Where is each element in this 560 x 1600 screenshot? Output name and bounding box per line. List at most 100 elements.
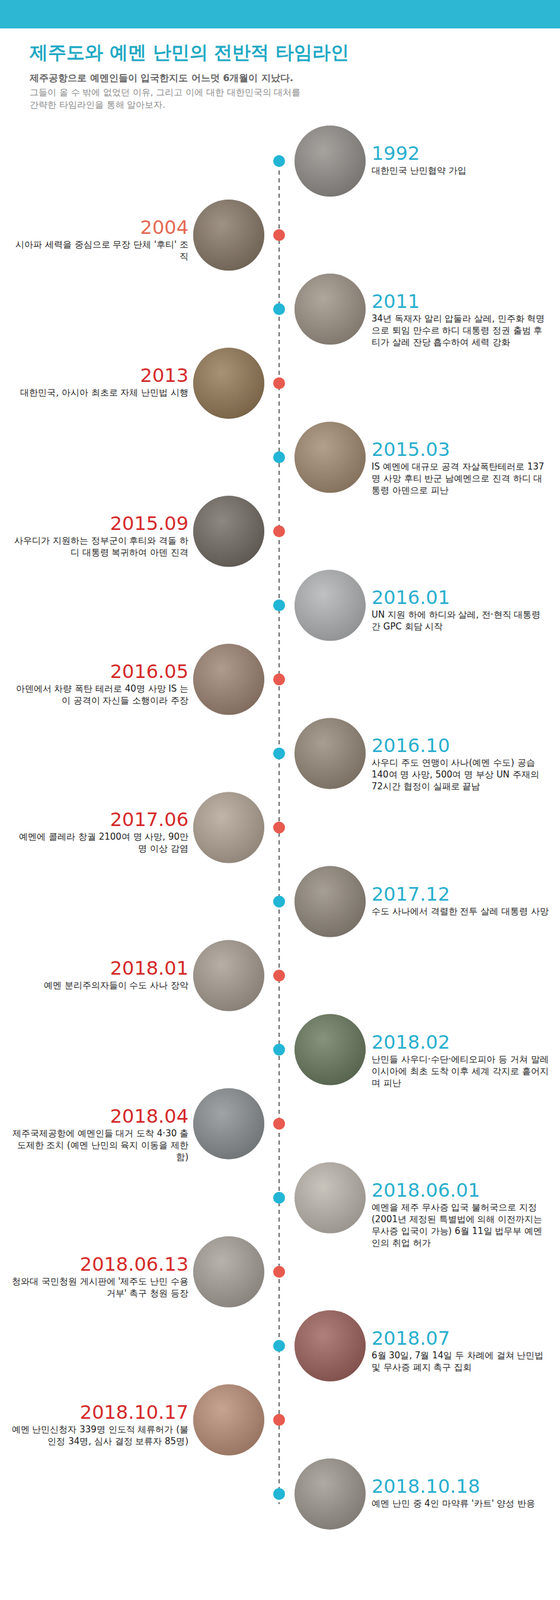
photo-group	[193, 125, 366, 1531]
event-date: 2013	[10, 364, 189, 387]
event-description: UN 지원 하에 하디와 살레, 전·현직 대통령간 GPC 회담 시작	[371, 609, 550, 633]
event-date: 2018.04	[10, 1105, 189, 1129]
event-date: 2016.10	[371, 734, 550, 758]
timeline-event: 2018.01예멘 분리주의자들이 수도 사나 장악	[10, 957, 189, 992]
event-date: 1992	[371, 142, 550, 165]
timeline-dot	[273, 1118, 286, 1131]
timeline-event: 2016.01UN 지원 하에 하디와 살레, 전·현직 대통령간 GPC 회담…	[371, 586, 550, 633]
timeline-event: 2016.05아덴에서 차량 폭탄 테러로 40명 사망 IS 는 이 공격이 …	[10, 660, 189, 707]
timeline-dot	[273, 1341, 286, 1353]
event-description: 시아파 세력을 중심으로 무장 단체 '후티' 조직	[10, 238, 189, 263]
event-photo	[294, 866, 366, 939]
photo-shade	[294, 718, 366, 790]
photo-shade	[294, 421, 366, 494]
event-date: 2018.01	[10, 957, 189, 981]
timeline-dot	[273, 377, 286, 390]
timeline-event: 201134년 독재자 알리 압둘라 살레, 민주화 혁명으로 퇴임 만수르 하…	[371, 290, 550, 349]
dot-group	[273, 155, 286, 1502]
timeline-dot	[273, 1489, 286, 1502]
event-description: 예멘 난민신청자 339명 인도적 체류허가 (불인정 34명, 심사 결정 보…	[10, 1424, 189, 1449]
event-photo	[294, 421, 366, 494]
timeline-event: 2017.06예멘에 콜레라 창궐 2100여 명 사망, 90만명 이상 감염	[10, 808, 189, 856]
event-date: 2015.09	[10, 512, 189, 536]
event-description: 예멘 난민 중 4인 마약류 '카트' 양성 반응	[371, 1498, 550, 1511]
event-photo	[294, 718, 366, 790]
photo-shade	[193, 347, 265, 419]
event-description: 예멘을 제주 무사증 입국 불허국으로 지정 (2001년 제정된 특별법에 의…	[371, 1202, 550, 1250]
event-date: 2004	[10, 216, 189, 239]
photo-shade	[294, 125, 366, 197]
timeline-event: 2018.04제주국제공항에 예멘인들 대거 도착 4·30 출도제한 조치 (…	[10, 1105, 189, 1164]
event-photo	[294, 125, 366, 197]
event-date: 2016.01	[371, 586, 550, 610]
photo-shade	[193, 1385, 265, 1457]
timeline-dot	[273, 303, 286, 316]
photo-shade	[294, 273, 366, 345]
photo-shade	[294, 866, 366, 939]
event-photo	[193, 347, 265, 419]
timeline-event: 2017.12수도 사나에서 격렬한 전투 살레 대통령 사망	[371, 883, 550, 918]
timeline-event: 2018.02난민들 사우디·수단·에티오피아 등 거쳐 말레이시아에 최초 도…	[371, 1031, 550, 1090]
event-photo	[193, 1385, 265, 1457]
timeline-event: 2018.10.17예멘 난민신청자 339명 인도적 체류허가 (불인정 34…	[10, 1402, 189, 1449]
photo-shade	[193, 792, 265, 864]
subtitle-body: 그들이 올 수 밖에 없었던 이유, 그리고 이에 대한 대한민국의 대처를 간…	[29, 86, 303, 112]
event-description: 6월 30일, 7월 14일 두 차례에 걸쳐 난민법 및 무사증 폐지 촉구 …	[371, 1350, 550, 1375]
timeline-event: 2004시아파 세력을 중심으로 무장 단체 '후티' 조직	[10, 216, 189, 263]
timeline-event: 2018.06.13청와대 국민청원 게시판에 '제주도 난민 수용 거부' 촉…	[10, 1253, 189, 1301]
event-description: 대한민국, 아시아 최초로 자체 난민법 시행	[10, 386, 189, 399]
timeline-dot	[273, 821, 286, 834]
event-description: 아덴에서 차량 폭탄 테러로 40명 사망 IS 는 이 공격이 자신들 소행이…	[10, 683, 189, 707]
timeline-dot	[273, 1415, 286, 1427]
event-photo	[294, 1163, 366, 1235]
event-description: 예멘 분리주의자들이 수도 사나 장악	[10, 980, 189, 992]
timeline-dot	[273, 747, 286, 760]
timeline-event: 1992대한민국 난민협약 가입	[371, 142, 550, 177]
event-photo	[193, 199, 265, 271]
timeline-event: 2013대한민국, 아시아 최초로 자체 난민법 시행	[10, 364, 189, 399]
photo-shade	[193, 496, 265, 568]
subtitle: 제주공항으로 예멘인들이 입국한지도 어느덧 6개월이 지났다.	[29, 72, 294, 85]
event-date: 2018.10.18	[371, 1476, 550, 1499]
event-description: 제주국제공항에 예멘인들 대거 도착 4·30 출도제한 조치 (예멘 난민의 …	[10, 1128, 189, 1164]
event-description: 난민들 사우디·수단·에티오피아 등 거쳐 말레이시아에 최초 도착 이후 세계…	[371, 1054, 550, 1090]
event-date: 2018.07	[371, 1328, 550, 1351]
photo-shade	[294, 570, 366, 642]
title: 제주도와 예멘 난민의 전반적 타임라인	[29, 40, 350, 66]
event-photo	[193, 1089, 265, 1161]
photo-shade	[193, 941, 265, 1013]
timeline-dot	[273, 1044, 286, 1057]
timeline-dot	[273, 451, 286, 464]
event-description: 사우디가 지원하는 정부군이 후티와 격돌 하디 대통령 복귀하여 아덴 진격	[10, 535, 189, 559]
event-photo	[294, 570, 366, 642]
event-date: 2017.06	[10, 808, 189, 832]
event-photo	[193, 1237, 265, 1309]
timeline-dot	[273, 673, 286, 686]
timeline-dot	[273, 896, 286, 909]
event-photo	[294, 1311, 366, 1383]
event-description: 예멘에 콜레라 창궐 2100여 명 사망, 90만명 이상 감염	[10, 831, 189, 856]
photo-shade	[294, 1311, 366, 1383]
event-date: 2017.12	[371, 883, 550, 907]
photo-shade	[193, 1089, 265, 1161]
photo-shade	[294, 1459, 366, 1531]
event-date: 2018.06.13	[10, 1253, 189, 1277]
event-photo	[193, 644, 265, 716]
event-date: 2016.05	[10, 660, 189, 684]
event-photo	[193, 496, 265, 568]
timeline-event: 2018.10.18예멘 난민 중 4인 마약류 '카트' 양성 반응	[371, 1476, 550, 1511]
timeline-dot	[273, 970, 286, 983]
event-date: 2018.10.17	[10, 1402, 189, 1425]
event-photo	[294, 1459, 366, 1531]
event-photo	[193, 792, 265, 864]
event-description: IS 예멘에 대규모 공격 자살폭탄테러로 137명 사망 후티 반군 남예멘으…	[371, 461, 550, 497]
timeline-dot	[273, 599, 286, 612]
event-date: 2011	[371, 290, 550, 313]
timeline-dot	[273, 155, 286, 168]
event-date: 2018.06.01	[371, 1179, 550, 1203]
event-description: 수도 사나에서 격렬한 전투 살레 대통령 사망	[371, 906, 550, 918]
photo-shade	[193, 199, 265, 271]
timeline-dot	[273, 1266, 286, 1279]
timeline-dot	[273, 525, 286, 538]
event-photo	[193, 941, 265, 1013]
